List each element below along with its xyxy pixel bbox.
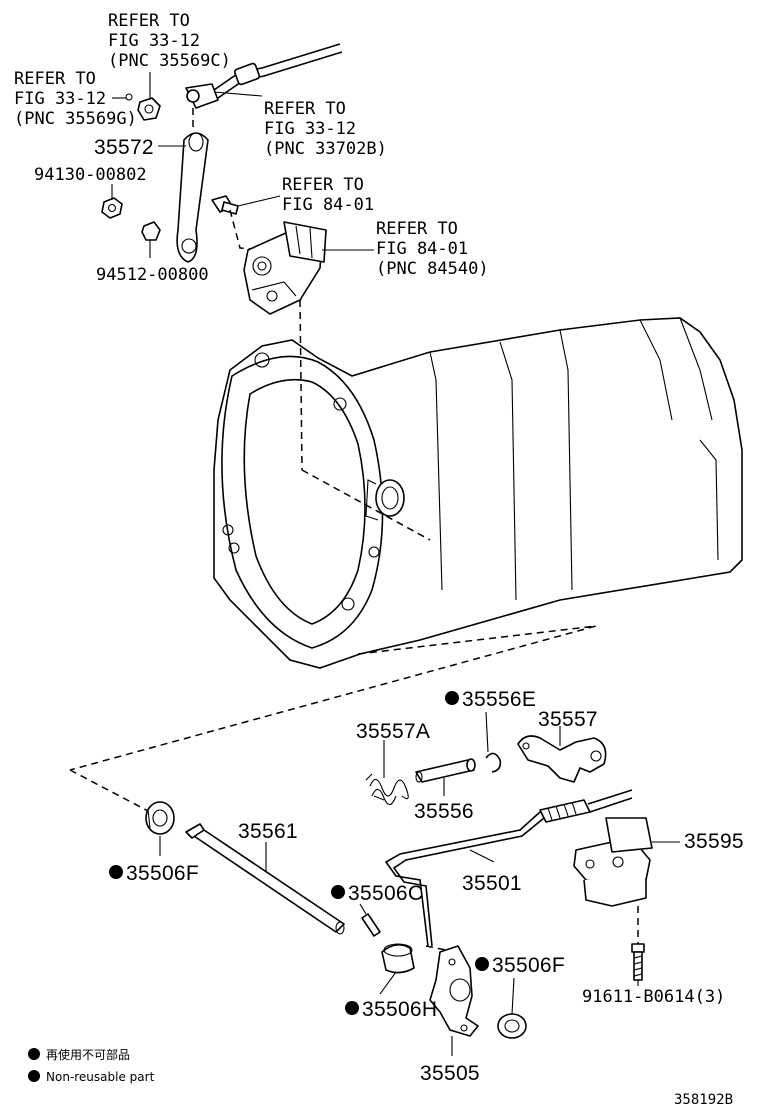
non-reusable-mark [109,865,123,879]
part-number-35505: 35505 [420,1062,480,1085]
part-number-35556e: 35556E [462,688,536,711]
part-number-35506f-left: 35506F [126,862,199,885]
lever-35572 [176,132,209,263]
reference-label-4: REFER TO FIG 84-01 [282,175,374,215]
part-number-35595: 35595 [684,830,744,853]
part-number-94130-00802: 94130-00802 [34,165,147,185]
spring-35557a [365,773,409,806]
control-cable-upper [185,43,343,109]
manual-lever-35505 [429,945,479,1037]
nut-94130-00802 [101,197,123,219]
legend-english: Non-reusable part [46,1070,155,1084]
svg-text:FIG 33-12: FIG 33-12 [108,31,200,51]
bracket-35595 [573,817,653,907]
reference-label-5: REFER TO FIG 84-01 (PNC 84540) [376,219,489,279]
bolt-fig84 [211,195,239,215]
non-reusable-mark [475,957,489,971]
svg-text:REFER TO: REFER TO [14,69,96,89]
svg-text:FIG 84-01: FIG 84-01 [376,239,468,259]
svg-text:(PNC 33702B): (PNC 33702B) [264,139,387,159]
svg-text:REFER TO: REFER TO [108,11,190,31]
svg-text:(PNC 35569C): (PNC 35569C) [108,51,231,71]
shaft-35561 [185,823,345,935]
neutral-start-switch [243,221,327,315]
reference-label-2: REFER TO FIG 33-12 (PNC 35569G) [14,69,137,129]
svg-text:FIG 84-01: FIG 84-01 [282,195,374,215]
nut-35569g [125,93,161,121]
bolt-91611-b0614 [631,943,645,981]
figure-code: 358192B [674,1092,733,1108]
rod-35501 [384,789,633,947]
svg-text:FIG 33-12: FIG 33-12 [14,89,106,109]
svg-text:(PNC 35569G): (PNC 35569G) [14,109,137,129]
part-number-35506h: 35506H [362,998,437,1021]
part-number-35506c: 35506C [348,882,423,905]
part-number-91611-b0614: 91611-B0614(3) [582,987,725,1007]
part-number-35556: 35556 [414,800,474,823]
svg-text:REFER TO: REFER TO [282,175,364,195]
reference-label-1: REFER TO FIG 33-12 (PNC 35569C) [108,11,231,71]
oil-seal-35506f-right [497,1013,527,1039]
detent-spring-35557 [517,735,607,783]
part-number-35561: 35561 [238,820,298,843]
clip-35556e [485,752,502,773]
non-reusable-mark [331,885,345,899]
part-number-35506f-right: 35506F [492,954,565,977]
part-number-94512-00800: 94512-00800 [96,265,209,285]
washer-94512-00800 [141,221,161,241]
part-number-35501: 35501 [462,872,522,895]
non-reusable-mark [345,1001,359,1015]
svg-text:FIG 33-12: FIG 33-12 [264,119,356,139]
non-reusable-mark [445,691,459,705]
svg-text:(PNC 84540): (PNC 84540) [376,259,489,279]
part-number-35572: 35572 [94,136,154,159]
transmission-case [213,317,743,669]
bushing-35506h [381,943,415,974]
oil-seal-35506f-left [145,801,175,835]
pin-35506c [361,913,381,937]
part-number-35557: 35557 [538,708,598,731]
svg-text:REFER TO: REFER TO [376,219,458,239]
part-number-35557a: 35557A [356,720,430,743]
pin-35556 [415,758,476,783]
legend-japanese: 再使用不可部品 [46,1047,130,1062]
legend: 再使用不可部品 Non-reusable part [28,1047,155,1084]
svg-text:REFER TO: REFER TO [264,99,346,119]
reference-label-3: REFER TO FIG 33-12 (PNC 33702B) [264,99,387,159]
